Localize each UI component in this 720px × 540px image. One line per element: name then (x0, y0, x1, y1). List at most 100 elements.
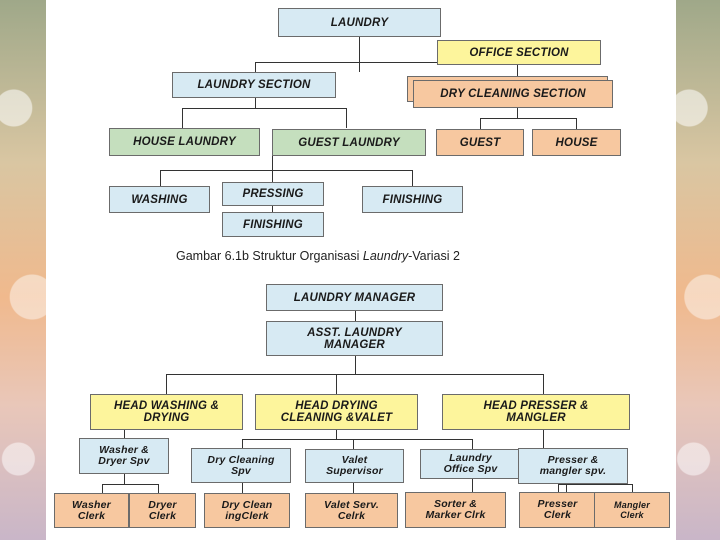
decorative-left-border (0, 0, 46, 540)
laundry-section-box: LAUNDRY SECTION (172, 72, 336, 98)
figure-caption: Gambar 6.1b Struktur Organisasi Laundry-… (176, 249, 460, 263)
connector (242, 439, 473, 440)
presser-mangler-spv-label: Presser & mangler spv. (539, 454, 607, 477)
pressing-label: PRESSING (242, 188, 304, 200)
connector (166, 374, 167, 394)
connector (166, 374, 544, 375)
guest-box: GUEST (436, 129, 524, 156)
connector (576, 118, 577, 129)
connector (272, 206, 273, 212)
connector (558, 484, 559, 492)
connector (124, 474, 125, 484)
connector (336, 430, 337, 439)
finishing-under-pressing-box: FINISHING (222, 212, 324, 237)
mangler-clerk-label: Mangler Clerk (614, 500, 650, 520)
mangler-clerk-box: Mangler Clerk (594, 492, 670, 528)
laundry-manager-box: LAUNDRY MANAGER (266, 284, 443, 311)
connector (160, 170, 161, 186)
connector (353, 483, 354, 493)
guest-label: GUEST (459, 136, 501, 149)
washer-dryer-spv-box: Washer & Dryer Spv (79, 438, 169, 474)
connector (472, 439, 473, 449)
connector (359, 37, 360, 72)
connector (242, 483, 243, 493)
connector (272, 156, 273, 170)
connector (353, 439, 354, 449)
connector (242, 439, 243, 448)
dry-clean-clerk-label: Dry Clean ingClerk (221, 498, 273, 522)
finishing-under-pressing-label: FINISHING (243, 218, 303, 231)
guest-laundry-label: GUEST LAUNDRY (298, 136, 400, 149)
laundry-manager-label: LAUNDRY MANAGER (293, 291, 416, 304)
connector (632, 484, 633, 492)
valet-serv-label: Valet Serv. Celrk (324, 498, 379, 522)
head-presser-box: HEAD PRESSER & MANGLER (442, 394, 630, 430)
laundry-office-spv-label: Laundry Office Spv (443, 452, 498, 475)
washer-clerk-label: Washer Clerk (72, 498, 111, 522)
house-label: HOUSE (555, 136, 598, 149)
connector (102, 484, 103, 493)
connector (543, 374, 544, 394)
house-laundry-label: HOUSE LAUNDRY (133, 136, 236, 148)
washing-label: WASHING (131, 193, 188, 206)
washing-box: WASHING (109, 186, 210, 213)
connector (355, 311, 356, 321)
washer-dryer-spv-label: Washer & Dryer Spv (98, 444, 150, 467)
connector (480, 118, 577, 119)
connector (182, 108, 183, 128)
pressing-box: PRESSING (222, 182, 324, 206)
caption-text: Gambar 6.1b Struktur Organisasi (176, 249, 363, 263)
connector (255, 62, 517, 63)
dryer-clerk-label: Dryer Clerk (148, 498, 177, 522)
finishing-label: FINISHING (382, 193, 443, 206)
laundry-section-label: LAUNDRY SECTION (197, 79, 311, 91)
connector (124, 430, 125, 438)
connector (272, 170, 273, 182)
valet-supervisor-box: Valet Supervisor (305, 449, 404, 483)
connector (412, 170, 413, 186)
head-washing-label: HEAD WASHING & DRYING (113, 400, 220, 424)
head-drying-box: HEAD DRYING CLEANING &VALET (255, 394, 418, 430)
connector (255, 62, 256, 72)
connector (182, 108, 347, 109)
house-box: HOUSE (532, 129, 621, 156)
connector (543, 430, 544, 448)
office-section-box: OFFICE SECTION (437, 40, 601, 65)
finishing-box: FINISHING (362, 186, 463, 213)
dry-clean-clerk-box: Dry Clean ingClerk (204, 493, 290, 528)
head-presser-label: HEAD PRESSER & MANGLER (483, 400, 589, 424)
presser-mangler-spv-box: Presser & mangler spv. (518, 448, 628, 484)
connector (517, 62, 518, 78)
laundry-label: LAUNDRY (330, 16, 389, 29)
connector (158, 484, 159, 493)
caption-italic: Laundry (362, 249, 409, 263)
house-laundry-box: HOUSE LAUNDRY (109, 128, 260, 156)
head-drying-label: HEAD DRYING CLEANING &VALET (280, 400, 393, 424)
connector (255, 98, 256, 108)
asst-manager-box: ASST. LAUNDRY MANAGER (266, 321, 443, 356)
connector (472, 479, 473, 492)
connector (355, 356, 356, 374)
dry-cleaning-section-box: DRY CLEANING SECTION (413, 80, 613, 108)
decorative-right-border (676, 0, 720, 540)
office-section-label: OFFICE SECTION (469, 46, 569, 59)
washer-clerk-box: Washer Clerk (54, 493, 129, 528)
presser-clerk-label: Presser Clerk (537, 498, 578, 521)
connector (336, 374, 337, 394)
connector (346, 108, 347, 128)
sorter-marker-label: Sorter & Marker Clrk (425, 498, 486, 521)
connector (102, 484, 159, 485)
dryer-clerk-box: Dryer Clerk (129, 493, 196, 528)
dry-cleaning-spv-label: Dry Cleaning Spv (207, 453, 275, 477)
connector (517, 108, 518, 118)
connector (160, 170, 413, 171)
connector (480, 118, 481, 129)
dry-cleaning-section-label: DRY CLEANING SECTION (440, 88, 586, 100)
valet-serv-box: Valet Serv. Celrk (305, 493, 398, 528)
dry-cleaning-spv-box: Dry Cleaning Spv (191, 448, 291, 483)
laundry-office-spv-box: Laundry Office Spv (420, 449, 521, 479)
valet-supervisor-label: Valet Supervisor (326, 454, 383, 477)
caption-suffix: -Variasi 2 (408, 249, 460, 263)
laundry-box: LAUNDRY (278, 8, 441, 37)
sorter-marker-box: Sorter & Marker Clrk (405, 492, 506, 528)
